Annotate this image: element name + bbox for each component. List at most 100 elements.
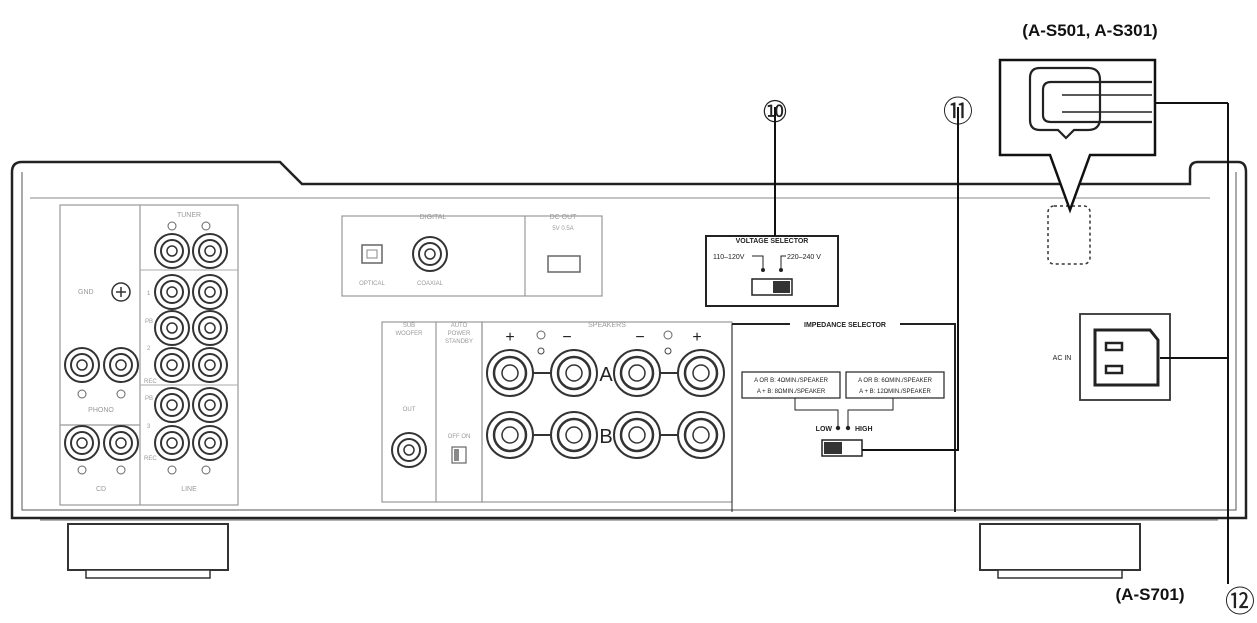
line2-rec-left-jack	[154, 347, 190, 383]
impedance-low-line1: A OR B: 4ΩMIN./SPEAKER	[754, 378, 829, 384]
line-row-label: 2	[147, 346, 151, 352]
speaker-b-label: B	[599, 426, 612, 448]
speaker-b-right-minus-terminal	[549, 410, 599, 460]
sub-auto-panel: SUB WOOFER AUTO POWER STANDBY OUT OFF ON	[381, 321, 483, 503]
line-row-label: PB	[145, 396, 153, 402]
speaker-b-left-plus-terminal	[676, 410, 726, 460]
cd-label: CD	[96, 486, 106, 493]
line-row-label: REC	[144, 379, 157, 385]
voltage-selector-panel: VOLTAGE SELECTOR 110–120V 220–240 V	[705, 107, 839, 307]
impedance-low-line2: A + B: 8ΩMIN./SPEAKER	[757, 389, 826, 395]
sub-woofer-label: WOOFER	[396, 331, 424, 337]
chassis	[10, 160, 1248, 521]
impedance-selector-panel: IMPEDANCE SELECTOR A OR B: 4ΩMIN./SPEAKE…	[731, 107, 959, 512]
line2-pb-left-jack	[154, 310, 190, 346]
gnd-terminal-icon	[111, 282, 131, 302]
speakers-label: SPEAKERS	[588, 322, 626, 329]
line-row-label: PB	[145, 319, 153, 325]
tuner-left-jack	[154, 233, 190, 269]
speaker-a-left-minus-terminal	[612, 348, 662, 398]
impedance-high-line1: A OR B: 6ΩMIN./SPEAKER	[858, 378, 933, 384]
line-row-label: 3	[147, 424, 151, 430]
callout-11-leader	[862, 107, 959, 451]
line-label: LINE	[181, 486, 197, 493]
input-jacks-panel: TUNER GND 1 PB 2 REC PB 3 REC PHONO	[59, 204, 239, 506]
ac-inlet-socket	[1093, 328, 1160, 387]
tuner-label: TUNER	[177, 212, 201, 219]
plus-icon: +	[692, 329, 701, 346]
line-row-label: 1	[147, 291, 151, 297]
speaker-a-left-plus-terminal	[676, 348, 726, 398]
speaker-a-right-minus-terminal	[549, 348, 599, 398]
line3-pb-left-jack	[154, 387, 190, 423]
phono-label: PHONO	[88, 407, 114, 414]
left-marker-icon	[167, 221, 177, 231]
left-marker-icon	[167, 465, 177, 475]
model-label-top: (A-S501, A-S301)	[1022, 21, 1157, 40]
auto-power-label: AUTO	[451, 323, 468, 329]
line1-left-jack	[154, 274, 190, 310]
coaxial-label: COAXIAL	[417, 281, 444, 287]
impedance-high-line2: A + B: 12ΩMIN./SPEAKER	[859, 389, 931, 395]
cd-right-jack	[103, 425, 139, 461]
power-cord-inset	[998, 58, 1228, 265]
line1-right-jack	[192, 274, 228, 310]
model-label-bottom: (A-S701)	[1116, 585, 1185, 604]
speaker-b-left-minus-terminal	[612, 410, 662, 460]
left-marker-icon	[77, 389, 87, 399]
speaker-a-label: A	[599, 364, 613, 386]
right-marker-icon	[536, 330, 546, 340]
ac-in-label: AC IN	[1053, 355, 1072, 362]
right-marker-icon	[201, 221, 211, 231]
speaker-a-right-plus-terminal	[485, 348, 535, 398]
line3-rec-left-jack	[154, 425, 190, 461]
coaxial-jack	[412, 236, 448, 272]
right-marker-icon	[116, 465, 126, 475]
cd-left-jack	[64, 425, 100, 461]
impedance-selector-label: IMPEDANCE SELECTOR	[804, 322, 886, 329]
phono-right-jack	[103, 347, 139, 383]
auto-power-label: STANDBY	[445, 339, 473, 345]
gnd-label: GND	[78, 289, 94, 296]
voltage-low-label: 110–120V	[713, 254, 745, 261]
sub-woofer-jack	[391, 432, 427, 468]
dc-out-label: DC OUT	[550, 214, 578, 221]
voltage-selector-label: VOLTAGE SELECTOR	[736, 238, 809, 245]
sub-out-label: OUT	[403, 407, 416, 413]
optical-label: OPTICAL	[359, 281, 385, 287]
plus-icon: +	[505, 329, 514, 346]
digital-label: DIGITAL	[420, 214, 447, 221]
high-label: HIGH	[855, 426, 873, 433]
speaker-b-right-plus-terminal	[485, 410, 535, 460]
callout-12: ⑫	[1225, 586, 1255, 619]
ac-inlet-panel: AC IN	[1053, 313, 1228, 401]
optical-port	[361, 244, 383, 264]
line2-pb-right-jack	[192, 310, 228, 346]
off-on-label: OFF ON	[448, 434, 471, 440]
left-foot	[67, 523, 229, 579]
auto-power-label: POWER	[448, 331, 471, 337]
left-marker-icon	[77, 465, 87, 475]
left-marker-icon	[663, 330, 673, 340]
tuner-right-jack	[192, 233, 228, 269]
dc-out-sub-label: 5V 0.5A	[552, 226, 573, 232]
right-marker-icon	[201, 465, 211, 475]
impedance-low-box	[741, 371, 841, 399]
digital-panel: DIGITAL DC OUT 5V 0.5A OPTICAL COAXIAL	[341, 214, 603, 297]
sub-woofer-label: SUB	[403, 323, 415, 329]
phono-left-jack	[64, 347, 100, 383]
line2-rec-right-jack	[192, 347, 228, 383]
low-label: LOW	[816, 426, 833, 433]
right-marker-icon	[116, 389, 126, 399]
dc-out-port	[547, 255, 581, 273]
minus-icon: −	[635, 329, 644, 346]
line3-pb-right-jack	[192, 387, 228, 423]
line3-rec-right-jack	[192, 425, 228, 461]
power-cord-icon	[1028, 66, 1102, 140]
impedance-high-box	[845, 371, 945, 399]
voltage-high-label: 220–240 V	[787, 254, 821, 261]
right-foot	[979, 523, 1141, 579]
line-row-label: REC	[144, 456, 157, 462]
minus-icon: −	[562, 329, 571, 346]
